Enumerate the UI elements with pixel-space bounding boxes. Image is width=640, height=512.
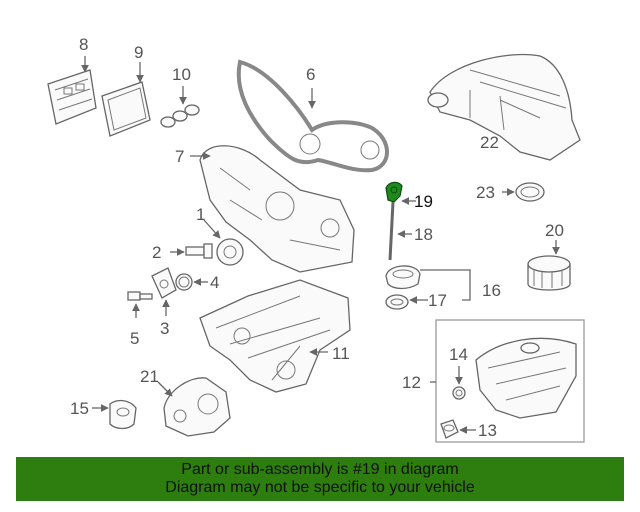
label-10: 10: [172, 65, 191, 84]
part-18-dipstick-tube[interactable]: [388, 201, 395, 261]
part-15-pipe[interactable]: [109, 399, 137, 430]
label-14: 14: [449, 345, 468, 364]
leader-16-bracket: [420, 269, 471, 301]
part-9-gasket[interactable]: [101, 81, 151, 137]
part-1-crank-pulley[interactable]: [216, 238, 244, 266]
part-12-oil-pan[interactable]: [475, 337, 577, 419]
label-1: 1: [196, 205, 205, 224]
label-21: 21: [140, 367, 159, 386]
label-3: 3: [160, 319, 169, 338]
part-2-bolt[interactable]: [185, 243, 213, 259]
leader-1: [203, 219, 221, 239]
part-4-o-ring[interactable]: [175, 273, 193, 291]
part-3-housing[interactable]: [151, 267, 177, 299]
label-20: 20: [545, 221, 564, 240]
label-6: 6: [306, 65, 315, 84]
part-21-water-pump[interactable]: [163, 377, 231, 437]
label-9: 9: [134, 43, 143, 62]
part-8-plate[interactable]: [47, 69, 97, 125]
label-19: 19: [414, 192, 433, 211]
banner-line-2: Diagram may not be specific to your vehi…: [165, 479, 475, 496]
part-7-timing-cover[interactable]: [199, 145, 355, 273]
part-5-bolt[interactable]: [127, 291, 153, 301]
label-2: 2: [152, 243, 161, 262]
label-16: 16: [482, 281, 501, 300]
part-17-washer[interactable]: [385, 294, 409, 310]
label-15: 15: [70, 399, 89, 418]
part-6-timing-belt[interactable]: [236, 59, 389, 173]
part-13-drain-plug[interactable]: [440, 419, 459, 439]
part-22-intake-manifold[interactable]: [427, 53, 581, 161]
part-12-group-box: [435, 319, 585, 443]
label-23: 23: [476, 183, 495, 202]
label-11: 11: [332, 344, 350, 363]
info-banner: Part or sub-assembly is #19 in diagram D…: [16, 457, 624, 501]
label-5: 5: [130, 329, 139, 348]
label-8: 8: [79, 35, 88, 54]
part-14-washer[interactable]: [452, 386, 466, 400]
leader-21: [157, 381, 173, 397]
part-16-cap[interactable]: [385, 265, 421, 290]
part-23-seal[interactable]: [515, 182, 545, 202]
label-18: 18: [414, 225, 433, 244]
label-7: 7: [175, 147, 184, 166]
banner-line-1: Part or sub-assembly is #19 in diagram: [181, 461, 459, 478]
part-19-dipstick-handle[interactable]: [385, 181, 403, 203]
label-13: 13: [478, 421, 497, 440]
label-12: 12: [402, 373, 421, 392]
part-20-oil-filter[interactable]: [527, 255, 571, 291]
label-22: 22: [480, 133, 499, 152]
part-11-upper-oil-pan[interactable]: [199, 279, 351, 393]
label-17: 17: [428, 291, 447, 310]
part-10-seals[interactable]: [160, 104, 200, 128]
label-4: 4: [210, 273, 219, 292]
